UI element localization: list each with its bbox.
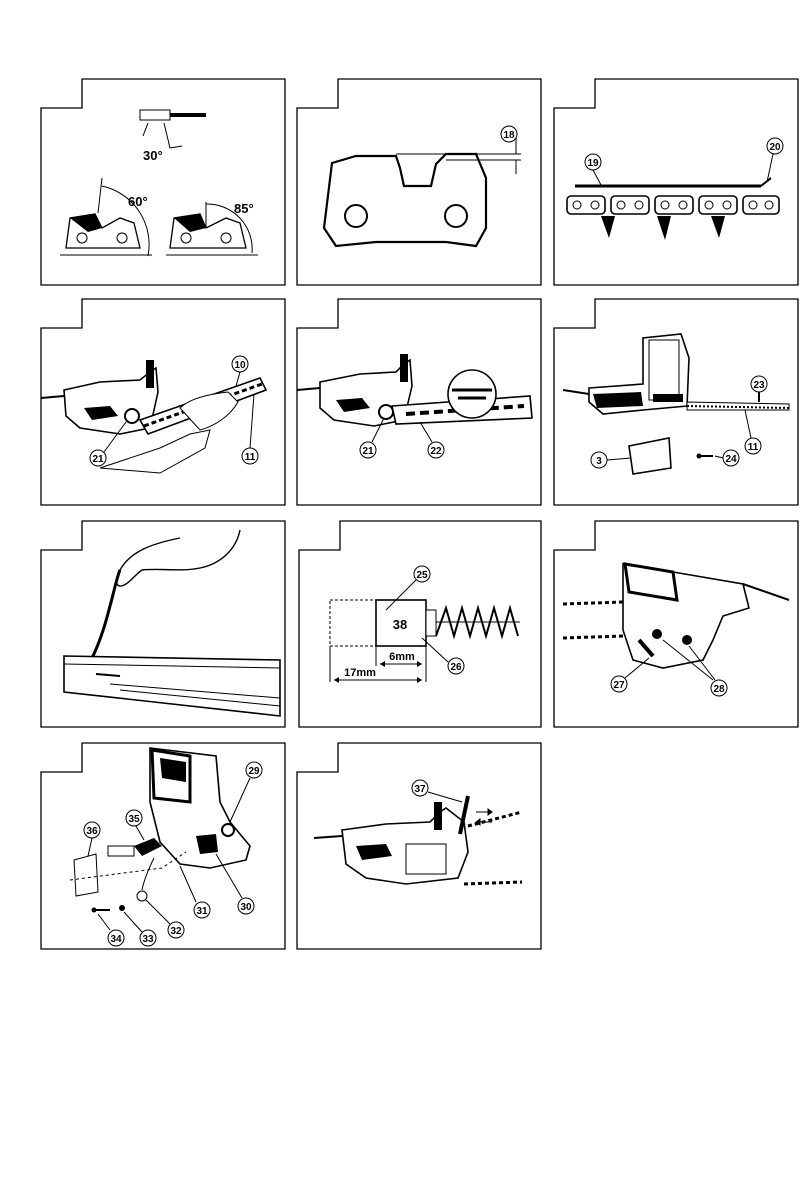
svg-text:36: 36 xyxy=(86,826,98,837)
callout-22: 22 xyxy=(420,422,444,458)
callout-36: 36 xyxy=(84,822,100,856)
svg-text:33: 33 xyxy=(142,934,154,945)
brush-number: 38 xyxy=(393,617,407,632)
angle-60-label: 60° xyxy=(128,194,148,209)
callout-23: 23 xyxy=(751,376,767,402)
figure-11-chain-brake: 37 xyxy=(296,742,542,950)
figure-5-chain-sprocket: 21 22 xyxy=(296,298,542,506)
sprocket-cover-part xyxy=(629,438,671,474)
svg-text:10: 10 xyxy=(234,360,246,371)
svg-text:35: 35 xyxy=(128,814,140,825)
svg-text:29: 29 xyxy=(248,766,260,777)
svg-text:20: 20 xyxy=(769,142,781,153)
svg-text:34: 34 xyxy=(110,934,122,945)
file-holder-drawing xyxy=(140,110,206,148)
figure-9-brush-caps: 27 28 xyxy=(553,520,799,728)
chain-link-drawing xyxy=(324,138,521,246)
chainsaw-body-drawing xyxy=(41,360,266,473)
figure-6-sprocket-cover: 23 11 3 24 xyxy=(553,298,799,506)
callout-11: 11 xyxy=(242,394,258,464)
svg-text:22: 22 xyxy=(430,446,442,457)
callout-18: 18 xyxy=(501,126,517,142)
callout-19: 19 xyxy=(585,154,601,185)
svg-text:21: 21 xyxy=(362,446,374,457)
svg-text:25: 25 xyxy=(416,570,428,581)
svg-text:24: 24 xyxy=(725,454,737,465)
angle-85-label: 85° xyxy=(234,201,254,216)
callout-34: 34 xyxy=(98,914,124,946)
callout-29: 29 xyxy=(230,762,262,822)
chain-with-tool-drawing xyxy=(567,178,779,240)
hand-lifting-chain-drawing xyxy=(64,530,280,716)
callout-20: 20 xyxy=(767,138,783,182)
chainsaw-rear-drawing xyxy=(563,564,789,668)
motor-housing-drawing xyxy=(150,748,250,868)
chainsaw-top-view-drawing xyxy=(563,334,789,414)
svg-text:26: 26 xyxy=(450,662,462,673)
callout-10: 10 xyxy=(232,356,248,386)
dim-6mm: 6mm xyxy=(389,651,415,663)
figure-3-gauge-tool: 19 20 xyxy=(553,78,799,286)
callout-26: 26 xyxy=(422,638,464,674)
figure-8-carbon-brush: 38 6mm 17mm 25 26 xyxy=(298,520,542,728)
figure-4-chain-fitting: 10 21 11 xyxy=(40,298,286,506)
callout-31: 31 xyxy=(180,866,210,918)
figure-7-chain-tension xyxy=(40,520,286,728)
callout-11: 11 xyxy=(745,410,761,454)
svg-text:27: 27 xyxy=(613,680,625,691)
callout-3: 3 xyxy=(591,452,631,468)
svg-text:18: 18 xyxy=(503,130,515,141)
svg-text:37: 37 xyxy=(414,784,426,795)
svg-text:28: 28 xyxy=(713,684,725,695)
svg-text:19: 19 xyxy=(587,158,599,169)
callout-33: 33 xyxy=(124,912,156,946)
chainsaw-side-drawing xyxy=(314,796,522,884)
callout-35: 35 xyxy=(126,810,144,840)
svg-text:3: 3 xyxy=(596,456,602,467)
callout-37: 37 xyxy=(412,780,462,802)
screw-part xyxy=(697,454,714,459)
dim-17mm: 17mm xyxy=(344,667,376,679)
figure-1-sharpening-angles: 30° 60° 85° xyxy=(40,78,286,286)
svg-text:30: 30 xyxy=(240,902,252,913)
figure-10-brush-assembly: 29 35 36 30 31 32 33 34 xyxy=(40,742,286,950)
cutter-60-drawing xyxy=(60,178,152,256)
figure-2-depth-gauge: 18 xyxy=(296,78,542,286)
svg-text:11: 11 xyxy=(245,452,256,463)
callout-24: 24 xyxy=(715,450,739,466)
angle-30-label: 30° xyxy=(143,148,163,163)
svg-text:23: 23 xyxy=(753,380,765,391)
svg-text:21: 21 xyxy=(92,454,104,465)
chainsaw-with-bar-drawing xyxy=(297,354,532,426)
svg-text:11: 11 xyxy=(748,442,759,453)
svg-text:32: 32 xyxy=(170,926,182,937)
svg-text:31: 31 xyxy=(196,906,208,917)
callout-27: 27 xyxy=(611,658,649,692)
